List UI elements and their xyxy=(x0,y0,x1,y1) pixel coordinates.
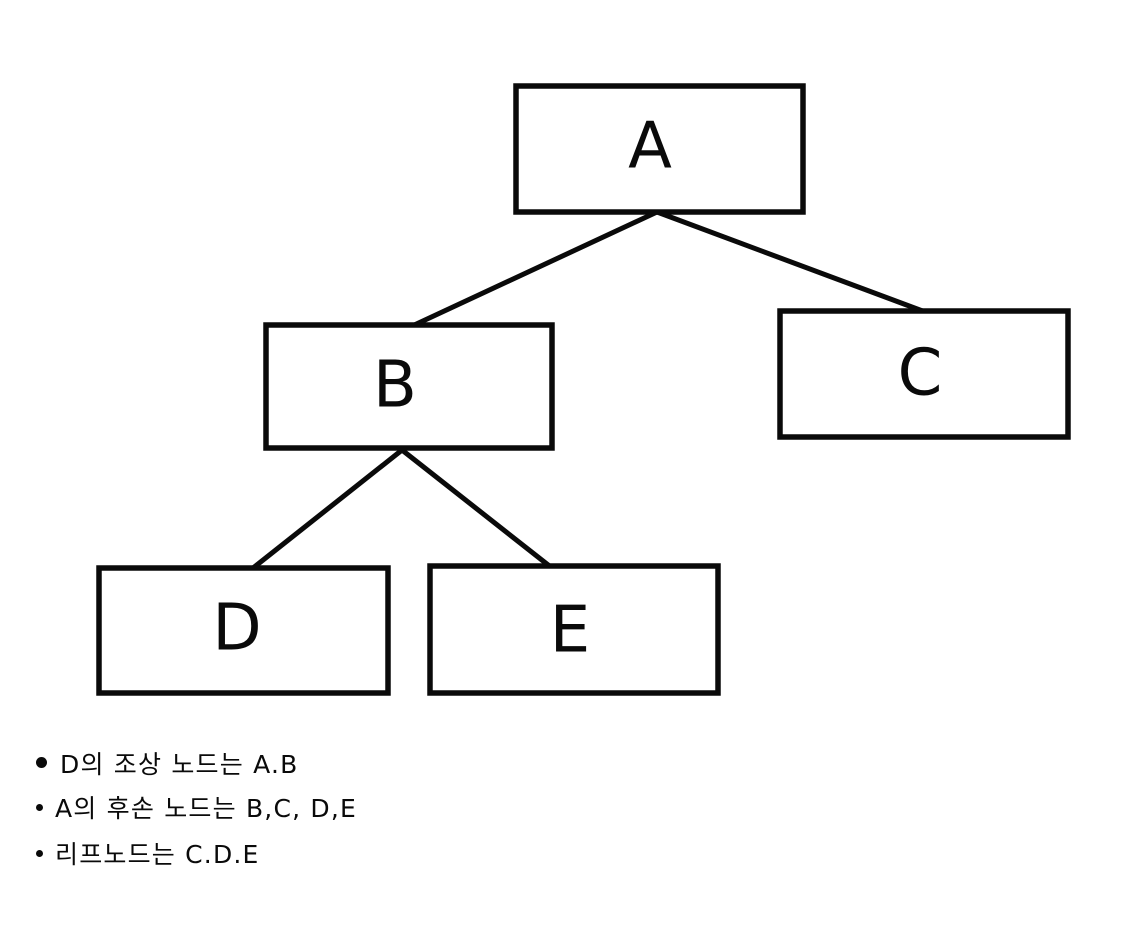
bullet-dot-icon xyxy=(36,804,43,811)
note-text-ancestors: D의 조상 노드는 A.B xyxy=(60,750,299,779)
note-item-ancestors: D의 조상 노드는 A.B xyxy=(36,752,298,777)
node-b-box[interactable] xyxy=(263,322,555,451)
node-d-box[interactable] xyxy=(96,565,391,696)
node-a-label: A xyxy=(628,110,672,184)
note-text-descendants: A의 후손 노드는 B,C, D,E xyxy=(55,794,357,823)
node-b-label: B xyxy=(373,349,417,423)
node-e-box[interactable] xyxy=(427,563,721,696)
node-e-label: E xyxy=(550,594,590,668)
bullet-dot-icon xyxy=(36,757,47,768)
note-item-leaf-nodes: 리프노드는 C.D.E xyxy=(36,842,260,867)
note-text-leaf-nodes: 리프노드는 C.D.E xyxy=(55,840,260,869)
node-b[interactable]: B xyxy=(263,322,555,451)
note-item-descendants: A의 후손 노드는 B,C, D,E xyxy=(36,796,357,821)
node-d-label: D xyxy=(212,592,261,666)
node-d[interactable]: D xyxy=(96,565,391,696)
edge-a-c xyxy=(654,209,931,316)
node-c-label: C xyxy=(898,337,943,411)
bullet-dot-icon xyxy=(36,850,43,857)
edge-a-b xyxy=(407,209,660,330)
node-a[interactable]: A xyxy=(513,83,806,215)
node-a-box[interactable] xyxy=(513,83,806,215)
node-e[interactable]: E xyxy=(427,563,721,696)
edge-b-d xyxy=(250,447,405,571)
node-c-box[interactable] xyxy=(777,308,1071,440)
edge-b-e xyxy=(399,447,555,571)
node-c[interactable]: C xyxy=(777,308,1071,440)
tree-diagram: A B C D E xyxy=(96,83,1071,696)
